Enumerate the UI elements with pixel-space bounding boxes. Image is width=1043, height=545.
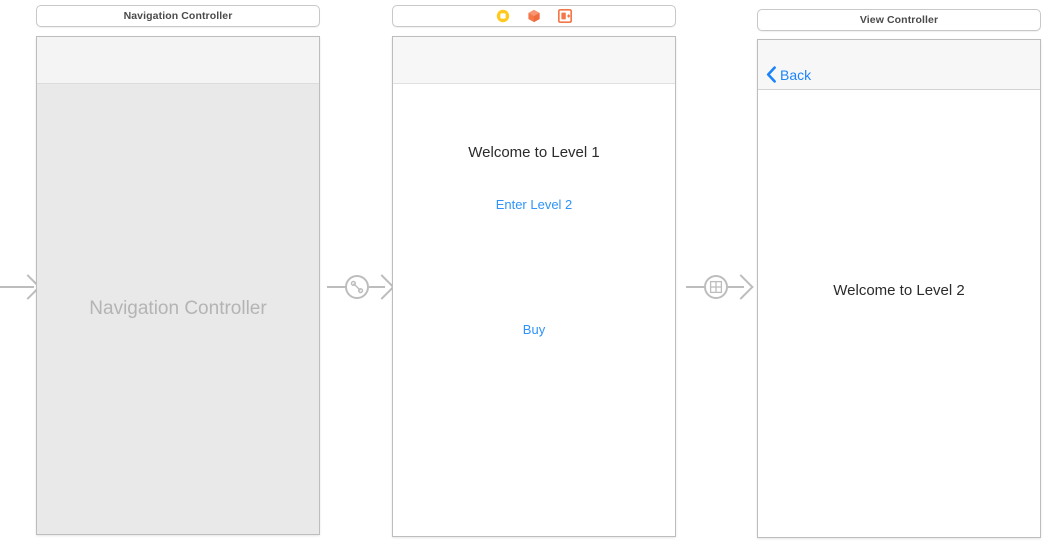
navigation-controller-placeholder-label: Navigation Controller	[89, 298, 267, 319]
level-two-title-label: Welcome to Level 2	[833, 282, 965, 299]
relationship-segue-line-left	[327, 286, 347, 288]
view-controller-icon[interactable]	[496, 9, 510, 23]
scene-level-one[interactable]: Welcome to Level 1 Enter Level 2 Buy	[392, 36, 676, 537]
entry-point-line	[0, 286, 34, 288]
scene-level-two[interactable]: Back Welcome to Level 2	[757, 39, 1041, 538]
scene-dock-title: Navigation Controller	[123, 10, 233, 22]
scene-dock-level-two[interactable]: View Controller	[757, 9, 1041, 31]
relationship-segue-icon	[350, 280, 364, 294]
scene-dock-title: View Controller	[859, 14, 939, 26]
navigation-controller-placeholder-area: Navigation Controller	[37, 84, 319, 534]
show-segue-line-left	[686, 286, 706, 288]
scene-navigation-controller[interactable]: Navigation Controller	[36, 36, 320, 535]
status-bar	[37, 37, 319, 84]
level-one-title-label: Welcome to Level 1	[468, 144, 600, 161]
relationship-segue-arrowhead	[369, 274, 395, 300]
buy-button[interactable]: Buy	[522, 322, 546, 337]
back-button[interactable]: Back	[766, 66, 811, 83]
show-segue-badge[interactable]	[704, 275, 728, 299]
relationship-segue-badge[interactable]	[345, 275, 369, 299]
level-two-view: Welcome to Level 2	[758, 90, 1040, 537]
show-segue-line-right	[728, 286, 744, 288]
relationship-segue-line-right	[369, 286, 385, 288]
level-one-view: Welcome to Level 1 Enter Level 2 Buy	[393, 84, 675, 536]
scene-dock-navigation-controller[interactable]: Navigation Controller	[36, 5, 320, 27]
status-bar	[393, 37, 675, 84]
navigation-bar: Back	[758, 40, 1040, 90]
scene-dock-icon-row	[496, 9, 572, 23]
exit-icon[interactable]	[558, 9, 572, 23]
back-button-label: Back	[780, 66, 812, 83]
first-responder-icon[interactable]	[527, 9, 541, 23]
scene-dock-level-one[interactable]	[392, 5, 676, 27]
show-segue-icon	[709, 280, 723, 294]
show-segue-arrowhead	[728, 274, 754, 300]
enter-level-2-button[interactable]: Enter Level 2	[495, 197, 573, 212]
chevron-left-icon	[766, 66, 776, 83]
